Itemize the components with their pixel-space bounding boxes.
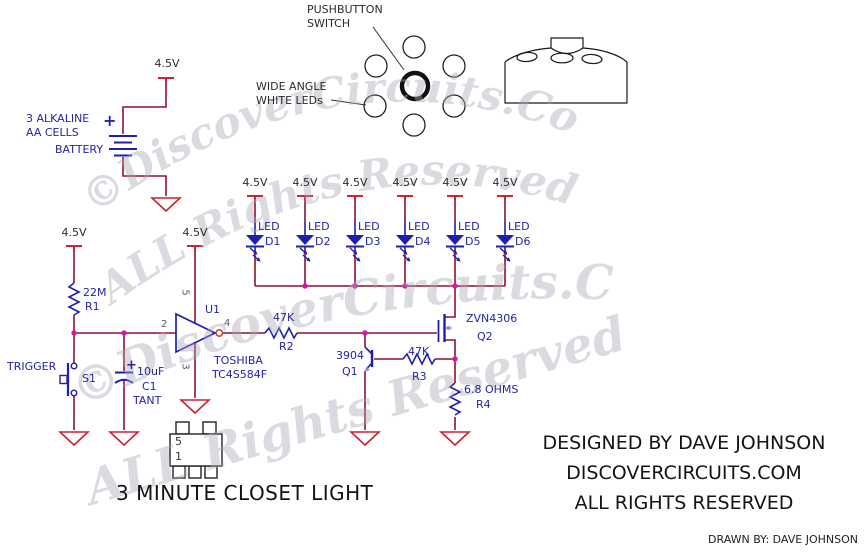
pushbutton-label-line1: PUSHBUTTON [307, 3, 383, 16]
led5-label: LED [458, 220, 480, 233]
led1-label: LED [258, 220, 280, 233]
battery-rail-label: 4.5V [154, 57, 180, 70]
led6-ref-label: D6 [515, 235, 531, 248]
page-title: 3 MINUTE CLOSET LIGHT [116, 481, 374, 505]
r4-ref-label: R4 [476, 398, 491, 411]
r3-value-label: 47K [408, 345, 430, 358]
led3-ref-label: D3 [365, 235, 381, 248]
led3-supply-label: 4.5V [342, 176, 368, 189]
c1-type-label: TANT [133, 394, 162, 407]
c1-value-label: 10uF [137, 365, 165, 378]
led2-supply-label: 4.5V [292, 176, 318, 189]
led4-supply-label: 4.5V [392, 176, 418, 189]
u1-pin5-number: 5 [179, 289, 191, 296]
battery-desc-line2: AA CELLS [26, 126, 79, 139]
u1-ref-label: U1 [205, 303, 221, 316]
r2-ref-label: R2 [279, 340, 294, 353]
pushbutton-label-line2: SWITCH [307, 17, 351, 30]
u1-pin2-number: 2 [161, 319, 168, 330]
led4-ref-label: D4 [415, 235, 431, 248]
drawn-by-label: DRAWN BY: DAVE JOHNSON [708, 533, 858, 546]
wide-angle-label-line1: WIDE ANGLE [256, 80, 327, 93]
led5-supply-label: 4.5V [442, 176, 468, 189]
ic-pin1-label: 1 [175, 450, 182, 463]
credit-site: DISCOVERCIRCUITS.COM [566, 462, 802, 484]
r4-value-label: 6.8 OHMS [464, 383, 519, 396]
led2-label: LED [308, 220, 330, 233]
c1-ref-label: C1 [142, 380, 157, 393]
led6-supply-label: 4.5V [492, 176, 518, 189]
u1-mfr-label: TOSHIBA [214, 354, 263, 367]
u1-part-label: TC4S584F [212, 368, 268, 381]
left-rail-label: 4.5V [61, 226, 87, 239]
battery-desc-line1: 3 ALKALINE [26, 112, 90, 125]
q1-ref-label: Q1 [342, 365, 358, 378]
battery-label: BATTERY [55, 143, 104, 156]
ic-pin5-label: 5 [175, 435, 182, 448]
r2-value-label: 47K [273, 311, 295, 324]
q2-ref-label: Q2 [477, 330, 493, 343]
q1-part-label: 3904 [336, 349, 364, 362]
q2-part-label: ZVN4306 [466, 312, 518, 325]
r1-ref-label: R1 [85, 300, 100, 313]
credit-designed-by: DESIGNED BY DAVE JOHNSON [542, 432, 826, 454]
led4-label: LED [408, 220, 430, 233]
led6-label: LED [508, 220, 530, 233]
u1-pin4-number: 4 [224, 318, 231, 329]
credit-rights: ALL RIGHTS RESERVED [574, 492, 794, 514]
led1-supply-label: 4.5V [242, 176, 268, 189]
r1-value-label: 22M [83, 286, 107, 299]
led3-label: LED [358, 220, 380, 233]
led1-ref-label: D1 [265, 235, 281, 248]
trigger-label: TRIGGER [7, 360, 57, 373]
u1-pin3-number: 3 [179, 363, 191, 370]
led5-ref-label: D5 [465, 235, 481, 248]
s1-ref-label: S1 [82, 372, 96, 385]
r3-ref-label: R3 [412, 370, 427, 383]
battery-plus-sign: + [103, 111, 117, 130]
c1-plus-sign: + [126, 358, 137, 373]
led2-ref-label: D2 [315, 235, 331, 248]
wide-angle-label-line2: WHITE LEDs [256, 94, 323, 107]
u1-rail-label: 4.5V [182, 226, 208, 239]
